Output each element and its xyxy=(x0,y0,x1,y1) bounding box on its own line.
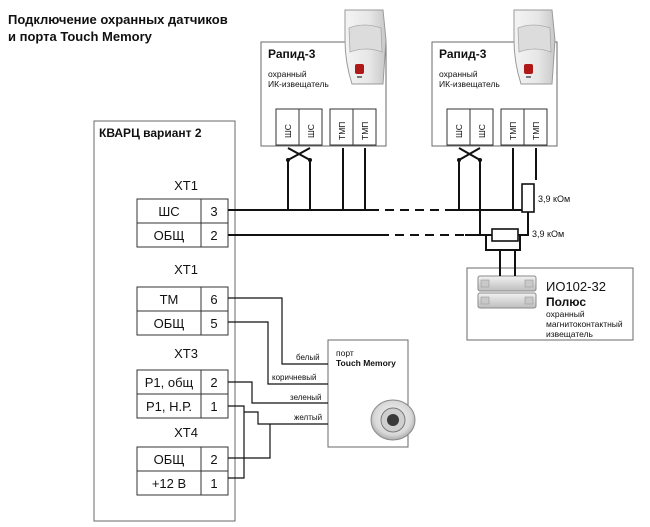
terminal-block-3-header: ХТ3 xyxy=(174,346,198,361)
terminal-block-1: ШС 3 ОБЩ 2 xyxy=(136,198,229,248)
ir-sensor-2-terminal-1: ШС xyxy=(454,124,464,138)
wire-label-white: белый xyxy=(296,353,320,362)
magnetic-sensor-desc1: охранный xyxy=(546,309,585,319)
terminal-number: 3 xyxy=(210,204,217,219)
resistor-2 xyxy=(491,228,519,242)
magnetic-sensor-desc3: извещатель xyxy=(546,329,594,339)
touch-memory-label1: порт xyxy=(336,348,354,358)
wire-label-yellow: желтый xyxy=(294,413,322,422)
magnetic-sensor-model: ИО102-32 xyxy=(546,279,606,294)
terminal-number: 5 xyxy=(210,316,217,331)
ir-motion-detector-icon xyxy=(344,9,387,85)
touch-memory-reader-icon xyxy=(370,399,416,441)
terminal-block-2-header: ХТ1 xyxy=(174,262,198,277)
ir-sensor-2: Рапид-3 охранный ИК-извещатель ШС ШС ТМП… xyxy=(431,9,558,147)
ir-sensor-1-desc1: охранный xyxy=(268,69,307,79)
terminal-label: ШС xyxy=(158,204,179,219)
control-panel-title: КВАРЦ вариант 2 xyxy=(99,126,202,140)
resistor-2-value: 3,9 кОм xyxy=(532,229,564,239)
magnetic-sensor-desc2: магнитоконтактный xyxy=(546,319,623,329)
control-panel: КВАРЦ вариант 2 ХТ1 ШС 3 ОБЩ 2 ХТ1 ТМ 6 … xyxy=(93,120,236,522)
terminal-label: ОБЩ xyxy=(154,316,185,331)
terminal-number: 6 xyxy=(210,292,217,307)
resistor-1-value: 3,9 кОм xyxy=(538,194,570,204)
terminal-number: 2 xyxy=(210,228,217,243)
terminal-number: 1 xyxy=(210,399,217,414)
terminal-label: Р1, общ xyxy=(145,375,194,390)
terminal-block-4-header: ХТ4 xyxy=(174,425,198,440)
ir-sensor-1-terminal-3: ТМП xyxy=(337,122,347,140)
diagram-title-line1: Подключение охранных датчиков xyxy=(8,12,228,27)
magnetic-contact-icon xyxy=(477,275,537,309)
magnetic-sensor: ИО102-32 Полюс охранный магнитоконтактны… xyxy=(466,267,634,341)
terminal-block-2: ТМ 6 ОБЩ 5 xyxy=(136,286,229,336)
ir-sensor-1-desc2: ИК-извещатель xyxy=(268,79,329,89)
terminal-label: ТМ xyxy=(160,292,179,307)
terminal-block-1-header: ХТ1 xyxy=(174,178,198,193)
ir-sensor-2-desc1: охранный xyxy=(439,69,478,79)
wire-label-green: зеленый xyxy=(290,393,322,402)
ir-sensor-2-terminals: ШС ШС ТМП ТМП xyxy=(446,108,548,146)
ir-sensor-1-terminals: ШС ШС ТМП ТМП xyxy=(275,108,377,146)
ir-sensor-1-terminal-1: ШС xyxy=(283,124,293,138)
terminal-label: ОБЩ xyxy=(154,452,185,467)
ir-motion-detector-icon xyxy=(513,9,556,85)
terminal-number: 1 xyxy=(210,476,217,491)
resistor-1 xyxy=(521,183,535,213)
diagram-title-line2: и порта Touch Memory xyxy=(8,29,153,44)
touch-memory-label2: Touch Memory xyxy=(336,358,396,368)
ir-sensor-2-terminal-4: ТМП xyxy=(531,122,541,140)
terminal-block-4: ОБЩ 2 +12 В 1 xyxy=(136,446,229,496)
ir-sensor-1-terminal-2: ШС xyxy=(306,124,316,138)
ir-sensor-2-name: Рапид-3 xyxy=(439,47,487,61)
terminal-label: Р1, Н.Р. xyxy=(146,399,192,414)
terminal-block-3: Р1, общ 2 Р1, Н.Р. 1 xyxy=(136,369,229,419)
wires xyxy=(228,147,537,479)
ir-sensor-1: Рапид-3 охранный ИК-извещатель ШС ШС ТМП… xyxy=(260,9,387,147)
terminal-number: 2 xyxy=(210,375,217,390)
ir-sensor-2-terminal-3: ТМП xyxy=(508,122,518,140)
ir-sensor-1-terminal-4: ТМП xyxy=(360,122,370,140)
terminal-label: ОБЩ xyxy=(154,228,185,243)
terminal-number: 2 xyxy=(210,452,217,467)
magnetic-sensor-name: Полюс xyxy=(546,295,586,309)
ir-sensor-1-name: Рапид-3 xyxy=(268,47,316,61)
terminal-label: +12 В xyxy=(152,476,186,491)
ir-sensor-2-desc2: ИК-извещатель xyxy=(439,79,500,89)
touch-memory-port: порт Touch Memory xyxy=(327,339,416,448)
ir-sensor-2-terminal-2: ШС xyxy=(477,124,487,138)
wire-label-brown: коричневый xyxy=(272,373,316,382)
